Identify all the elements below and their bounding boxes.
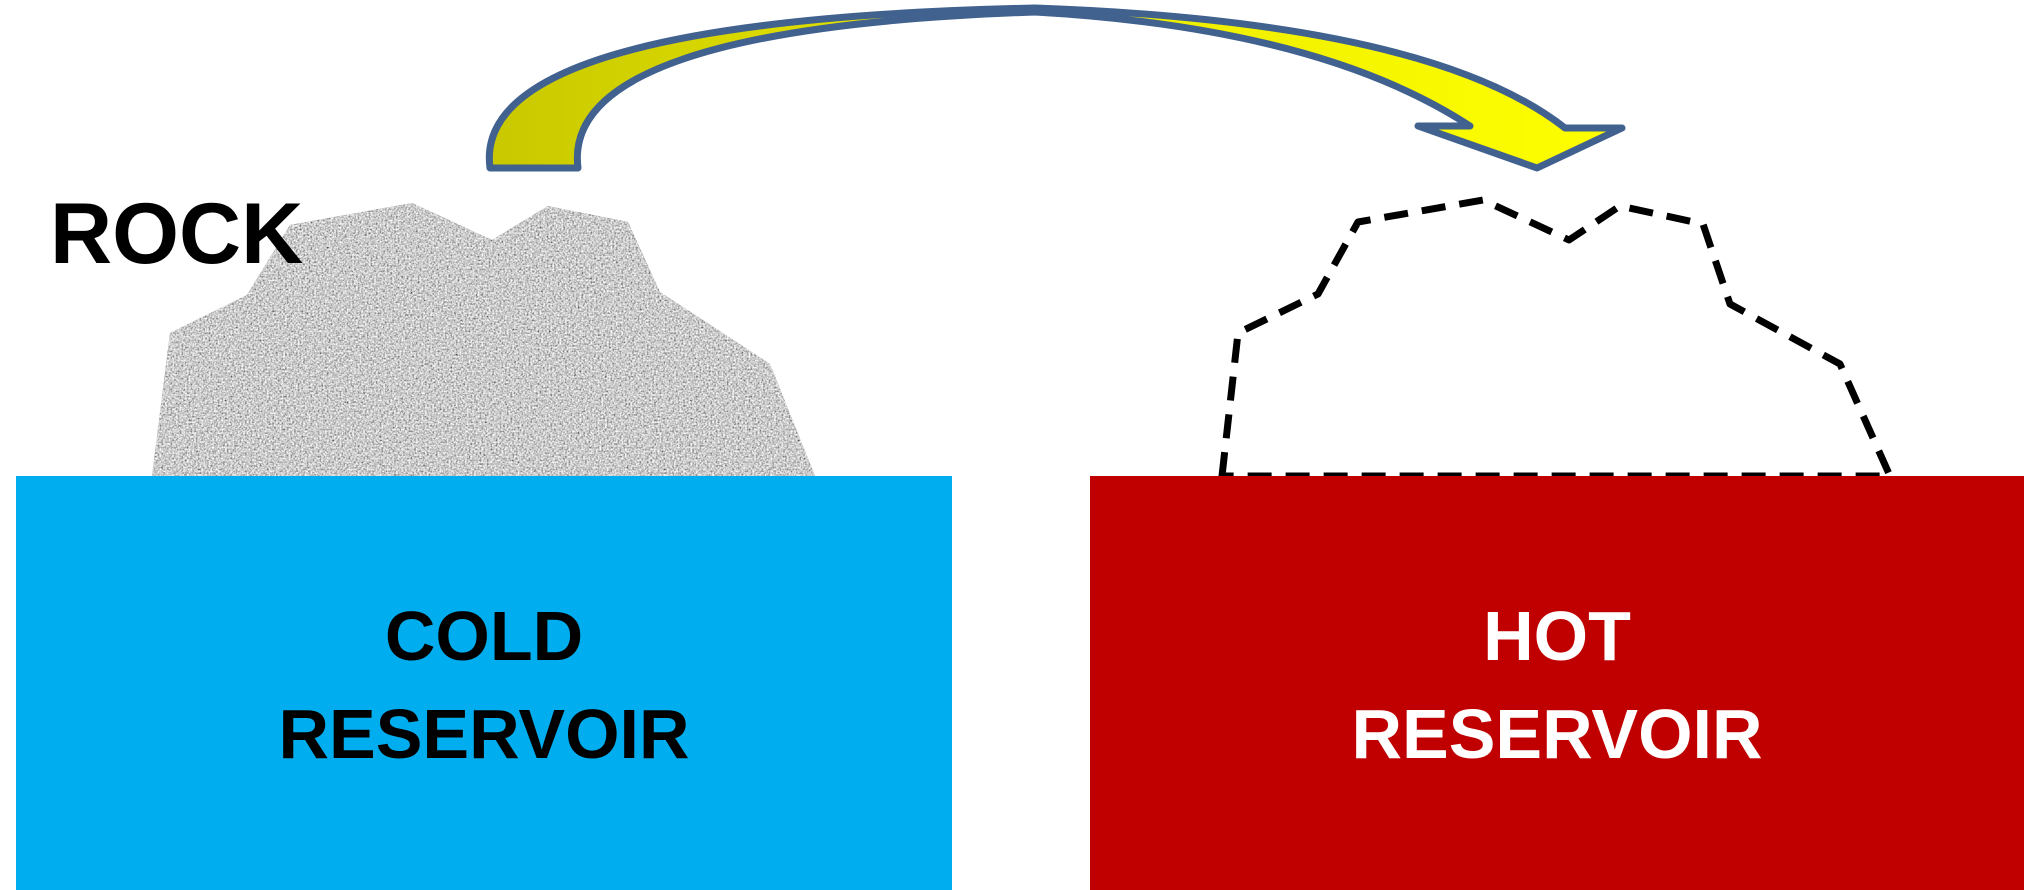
cold-reservoir: COLD RESERVOIR	[16, 476, 952, 890]
hot-reservoir-label-line2: RESERVOIR	[1351, 695, 1762, 773]
hot-reservoir: HOT RESERVOIR	[1090, 476, 2024, 890]
curved-arrow-right-icon	[485, 4, 1626, 172]
cold-reservoir-label-line1: COLD	[385, 597, 583, 675]
rock-label: ROCK	[50, 186, 303, 282]
dashed-rock-outline-icon	[1218, 196, 1894, 480]
cold-reservoir-label-line2: RESERVOIR	[278, 695, 689, 773]
hot-reservoir-label-line1: HOT	[1483, 597, 1631, 675]
